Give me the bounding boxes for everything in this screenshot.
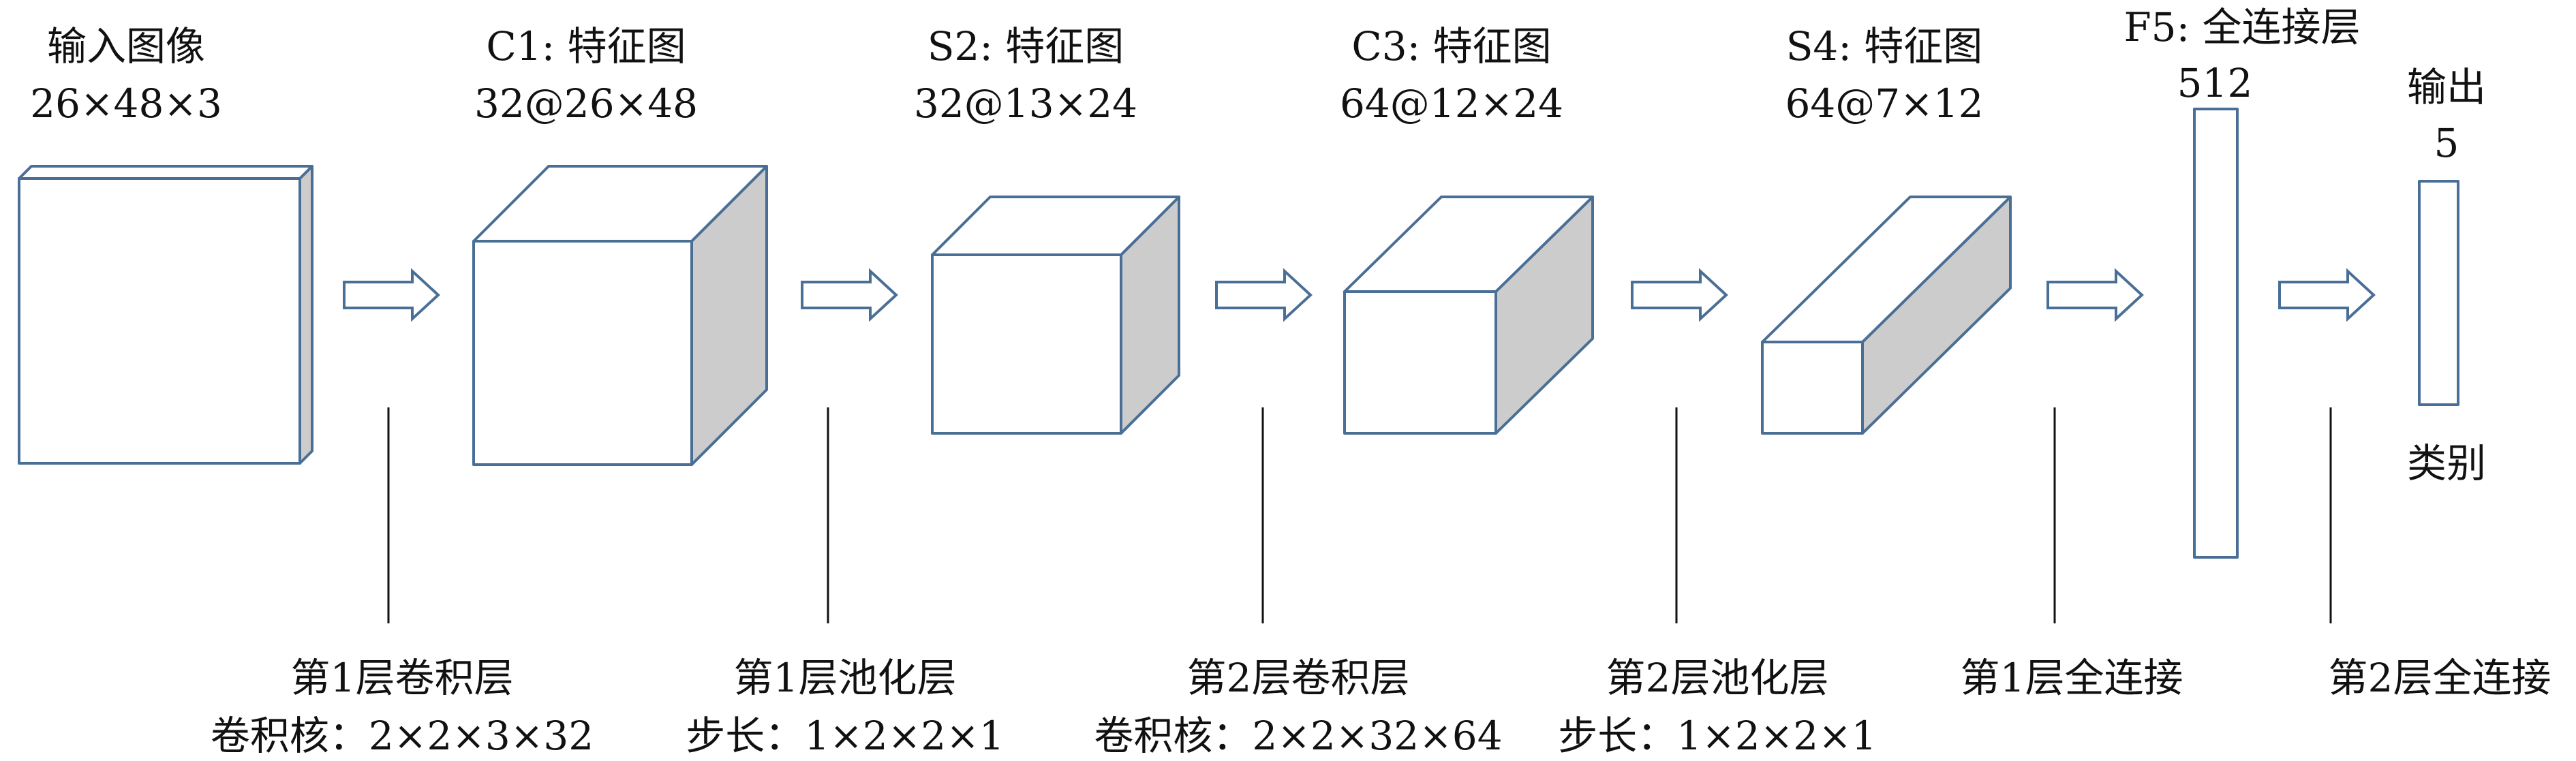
s2-dims: 32@13×24 [914, 80, 1137, 127]
arrow-6 [2278, 268, 2376, 322]
input-title: 输入图像 [47, 23, 205, 69]
c1-dims: 32@26×48 [474, 80, 698, 127]
arrow-2 [801, 268, 898, 322]
s4-dims: 64@7×12 [1785, 80, 1983, 127]
op-3-name: 第2层卷积层 [1187, 655, 1410, 701]
op-4-detail: 步长：1×2×2×1 [1558, 713, 1876, 759]
input-dims: 26×48×3 [30, 80, 222, 127]
f5-title: F5: 全连接层 [2123, 4, 2360, 50]
c3-title: C3: 特征图 [1351, 23, 1551, 69]
output-title: 输出 [2407, 64, 2486, 110]
op-1-name: 第1层卷积层 [291, 655, 514, 701]
c1-title: C1: 特征图 [486, 23, 686, 69]
s2-cube [931, 196, 1180, 435]
op-2-name: 第1层池化层 [734, 655, 957, 701]
arrow-3 [1215, 268, 1313, 322]
op-3-detail: 卷积核：2×2×32×64 [1094, 713, 1502, 759]
c1-cube [472, 165, 768, 466]
input-block [18, 165, 313, 465]
output-dims: 5 [2434, 120, 2459, 166]
arrow-5 [2046, 268, 2144, 322]
op-2-detail: 步长：1×2×2×1 [686, 713, 1004, 759]
arrow-4 [1631, 268, 1728, 322]
op-1-detail: 卷积核：2×2×3×32 [211, 713, 594, 759]
c3-dims: 64@12×24 [1340, 80, 1563, 127]
c3-cube [1343, 196, 1594, 435]
op-5-name: 第1层全连接 [1961, 655, 2183, 701]
op-4-name: 第2层池化层 [1606, 655, 1829, 701]
f5-bar [2193, 108, 2239, 559]
s2-title: S2: 特征图 [927, 23, 1124, 69]
arrow-1 [343, 268, 440, 322]
op-6-name: 第2层全连接 [2329, 655, 2551, 701]
f5-dims: 512 [2177, 60, 2253, 106]
output-class-label: 类别 [2407, 440, 2486, 486]
s4-cuboid [1761, 196, 2012, 435]
s4-title: S4: 特征图 [1786, 23, 1983, 69]
output-bar [2418, 180, 2459, 406]
